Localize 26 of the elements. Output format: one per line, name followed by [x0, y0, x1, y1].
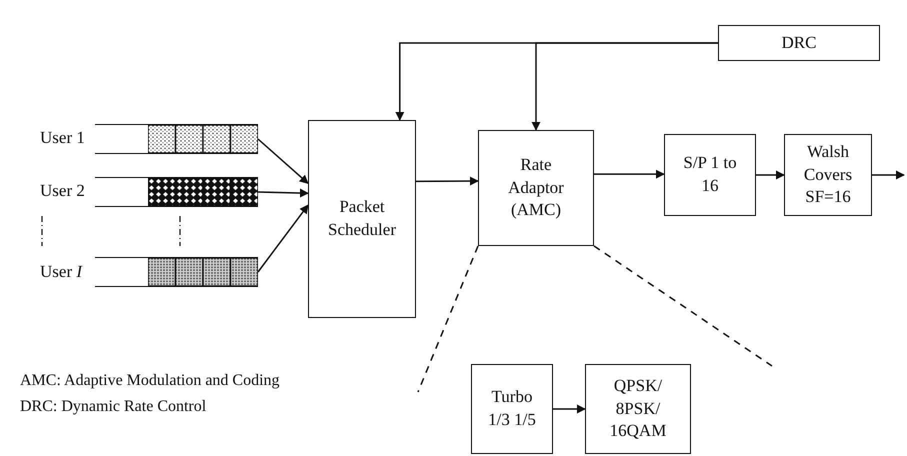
process-box: Rate Adaptor (AMC)	[478, 130, 594, 246]
arrow	[594, 170, 665, 179]
queue-bar	[95, 124, 258, 154]
queue-bar	[95, 177, 258, 207]
process-box: DRC	[718, 25, 880, 61]
process-box: Turbo 1/3 1/5	[471, 364, 553, 454]
user-label: User 2	[40, 181, 85, 201]
process-box: Walsh Covers SF=16	[784, 134, 872, 216]
process-box: QPSK/ 8PSK/ 16QAM	[585, 364, 691, 454]
arrow	[532, 42, 718, 131]
user-label: User 1	[40, 128, 85, 148]
dashed-expansion-line	[594, 245, 772, 367]
user-label: User I	[40, 262, 82, 282]
arrow	[258, 138, 309, 184]
arrow	[553, 404, 586, 414]
process-box: S/P 1 to 16	[664, 134, 756, 216]
arrow	[416, 176, 479, 186]
dashed-expansion-line	[417, 246, 479, 392]
arrow	[257, 204, 309, 272]
process-box: Packet Scheduler	[308, 120, 416, 318]
abbreviation-note: AMC: Adaptive Modulation and Coding	[20, 372, 280, 390]
queue-bar	[95, 257, 258, 287]
abbreviation-note: DRC: Dynamic Rate Control	[20, 398, 206, 416]
arrow	[872, 170, 905, 180]
arrow	[756, 170, 785, 180]
arrow	[258, 188, 309, 198]
